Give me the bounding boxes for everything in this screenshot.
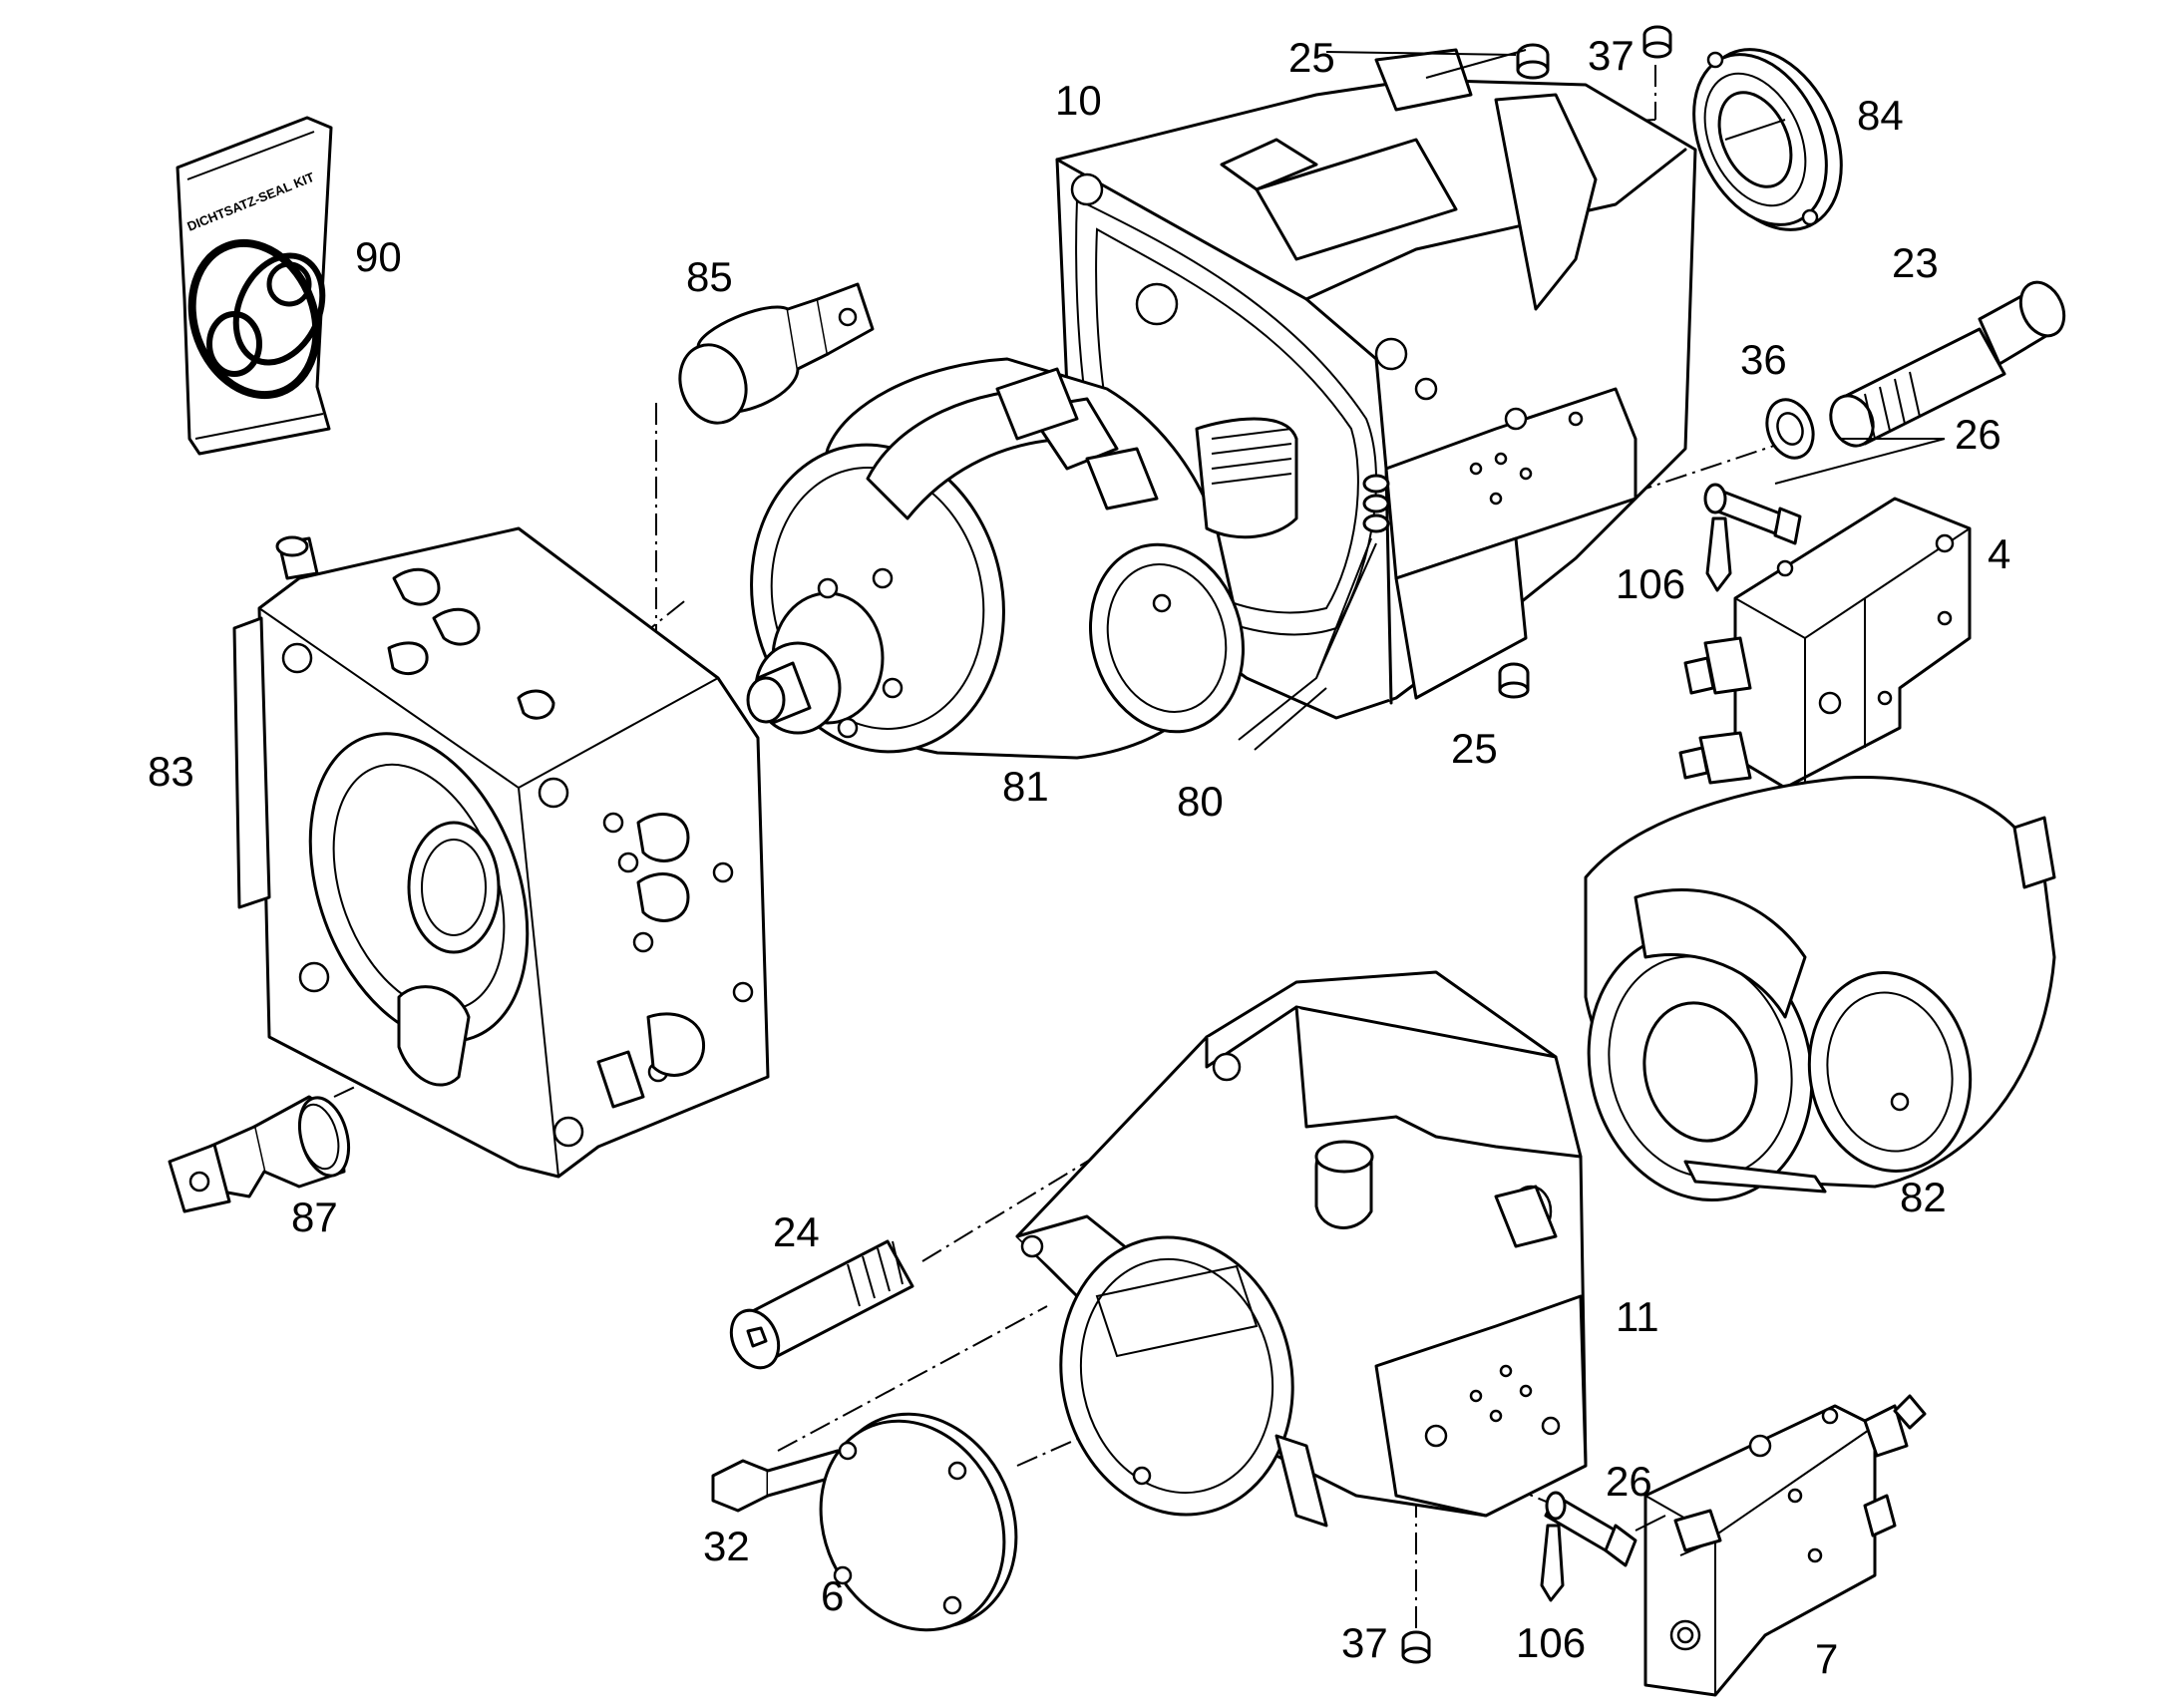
valve-block-7 bbox=[1643, 1394, 1927, 1697]
label-24: 24 bbox=[773, 1208, 820, 1255]
label-7: 7 bbox=[1815, 1635, 1838, 1682]
label-37-top: 37 bbox=[1588, 32, 1635, 79]
bolt-26-bottom bbox=[1544, 1491, 1637, 1567]
label-87: 87 bbox=[291, 1194, 338, 1240]
valve-block-4 bbox=[1678, 497, 1972, 790]
port-plate-84 bbox=[1692, 48, 1843, 231]
pin-106-top bbox=[1705, 516, 1732, 592]
rotary-group-81 bbox=[746, 357, 1298, 760]
cover-6 bbox=[819, 1412, 1018, 1632]
label-23: 23 bbox=[1892, 239, 1939, 286]
label-26-top: 26 bbox=[1955, 411, 2001, 458]
plug-37-bottom bbox=[1401, 1630, 1431, 1664]
plug-25-top bbox=[1516, 43, 1550, 80]
label-80: 80 bbox=[1177, 778, 1224, 825]
label-83: 83 bbox=[148, 748, 194, 795]
label-25-mid: 25 bbox=[1451, 725, 1498, 772]
part-labels: 90 85 10 25 37 84 23 36 26 4 106 83 81 8… bbox=[148, 32, 2010, 1682]
label-6: 6 bbox=[821, 1572, 844, 1619]
label-84: 84 bbox=[1857, 92, 1904, 139]
port-plate-83 bbox=[232, 526, 770, 1179]
label-106-top: 106 bbox=[1616, 560, 1685, 607]
plug-87 bbox=[168, 1095, 351, 1213]
plug-25-mid bbox=[1498, 662, 1530, 699]
cap-screw-24 bbox=[729, 1239, 914, 1370]
plug-85 bbox=[678, 282, 875, 425]
label-36: 36 bbox=[1740, 336, 1787, 383]
leader-lines bbox=[1325, 49, 1946, 1532]
label-106-bottom: 106 bbox=[1516, 1619, 1586, 1666]
label-32: 32 bbox=[703, 1523, 750, 1569]
rotary-group-82 bbox=[1584, 776, 2056, 1201]
bolt-26-top bbox=[1703, 483, 1802, 545]
seal-kit-bag: DICHTSATZ-SEAL KIT bbox=[176, 116, 333, 456]
label-25-top: 25 bbox=[1288, 34, 1335, 81]
label-10: 10 bbox=[1055, 77, 1102, 124]
washer-36 bbox=[1765, 398, 1815, 460]
label-81: 81 bbox=[1002, 763, 1049, 810]
label-85: 85 bbox=[686, 253, 733, 300]
housing-11 bbox=[1015, 970, 1588, 1528]
screw-32 bbox=[711, 1449, 848, 1513]
label-4: 4 bbox=[1988, 530, 2010, 577]
label-82: 82 bbox=[1900, 1174, 1947, 1220]
label-26-bottom: 26 bbox=[1606, 1458, 1652, 1505]
pin-106-bottom bbox=[1540, 1524, 1565, 1602]
plug-37-top bbox=[1642, 25, 1672, 59]
cap-screw-23 bbox=[1829, 280, 2066, 448]
label-37-bottom: 37 bbox=[1341, 1619, 1388, 1666]
label-90: 90 bbox=[355, 233, 402, 280]
label-11: 11 bbox=[1616, 1293, 1659, 1340]
o-rings-80 bbox=[1238, 474, 1390, 751]
